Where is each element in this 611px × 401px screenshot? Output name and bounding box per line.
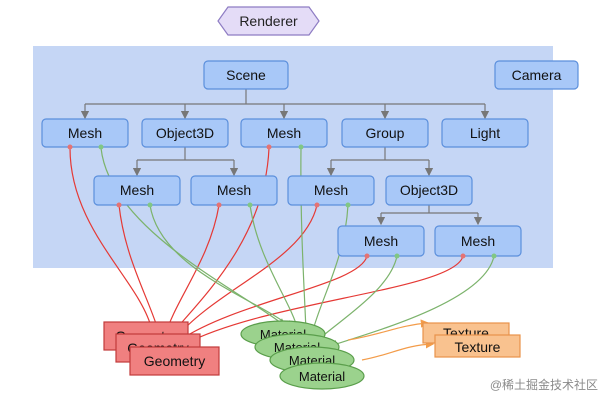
node-label: Light — [470, 125, 500, 141]
node-label: Mesh — [364, 233, 398, 249]
node-mesh-b: Mesh — [240, 118, 328, 148]
camera-node: Camera — [494, 60, 579, 90]
node-light: Light — [441, 118, 529, 148]
node-mesh-e: Mesh — [287, 175, 375, 206]
node-mesh-f: Mesh — [337, 225, 425, 257]
node-label: Group — [366, 125, 405, 141]
node-object3d-a: Object3D — [141, 118, 229, 148]
tree-connectors — [80, 89, 490, 226]
material-label: Material — [299, 369, 345, 384]
geometry-stack: Geometry Geometry Geometry — [103, 321, 220, 376]
scene-node: Scene — [203, 60, 289, 90]
texture-label: Texture — [455, 339, 501, 355]
geometry-node: Geometry — [129, 346, 220, 376]
level1-nodes: Mesh Object3D Mesh Group Light — [41, 118, 529, 148]
node-group: Group — [341, 118, 429, 148]
node-object3d-b: Object3D — [385, 175, 473, 206]
renderer-node: Renderer — [217, 6, 320, 36]
node-label: Object3D — [156, 125, 214, 141]
node-mesh-d: Mesh — [190, 175, 278, 206]
renderer-label: Renderer — [239, 13, 298, 29]
material-stack: Material Material Material Material — [240, 320, 365, 390]
texture-node: Texture — [434, 334, 521, 358]
geometry-label: Geometry — [144, 353, 205, 369]
texture-links — [347, 319, 435, 361]
node-label: Object3D — [400, 182, 458, 198]
node-label: Mesh — [68, 125, 102, 141]
node-label: Mesh — [314, 182, 348, 198]
node-label: Mesh — [217, 182, 251, 198]
node-label: Mesh — [267, 125, 301, 141]
level2-nodes: Mesh Mesh Mesh Object3D — [93, 175, 473, 206]
node-mesh-a: Mesh — [41, 118, 129, 148]
node-mesh-g: Mesh — [434, 225, 522, 257]
scene-label: Scene — [226, 67, 266, 83]
node-label: Mesh — [120, 182, 154, 198]
node-mesh-c: Mesh — [93, 175, 181, 206]
material-node: Material — [279, 362, 365, 390]
node-label: Mesh — [461, 233, 495, 249]
camera-label: Camera — [512, 67, 562, 83]
texture-stack: Texture Texture — [422, 322, 521, 358]
connector-dots — [67, 144, 497, 259]
level3-nodes: Mesh Mesh — [337, 225, 522, 257]
watermark: @稀土掘金技术社区 — [490, 377, 598, 392]
